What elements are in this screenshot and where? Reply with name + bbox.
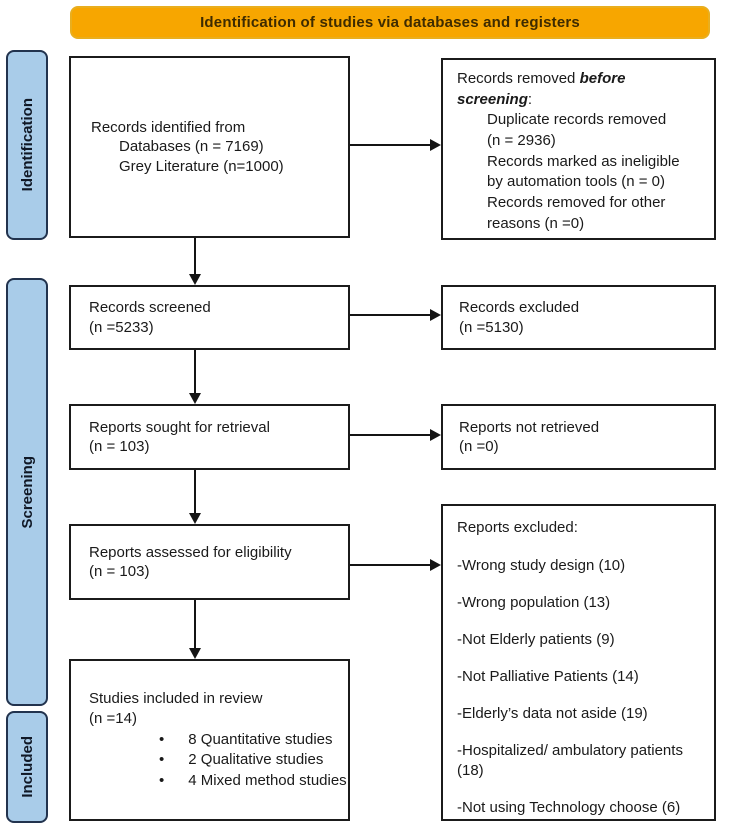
reports-assessed-line: Reports assessed for eligibility — [89, 543, 292, 561]
box-reports-assessed: Reports assessed for eligibility (n = 10… — [69, 524, 350, 600]
removed-item-automation: Records marked as ineligible by automati… — [487, 152, 680, 191]
diagram-title-banner: Identification of studies via databases … — [70, 6, 710, 39]
stage-label-text: Included — [18, 736, 36, 798]
excluded-reason: -Wrong population (13) — [457, 593, 611, 611]
reports-sought-count: (n = 103) — [89, 438, 150, 455]
records-screened-line: Records screened — [89, 299, 211, 316]
reports-not-retrieved-count: (n =0) — [459, 438, 499, 455]
arrow-down-sought-to-assessed — [189, 470, 201, 524]
stage-label-screening: Screening — [6, 278, 48, 706]
reports-sought-line: Reports sought for retrieval — [89, 418, 270, 436]
records-removed-intro: Records removed before screening: — [457, 70, 626, 108]
arrow-right-identified-to-removed — [350, 139, 441, 151]
excluded-reason: -Not Elderly patients (9) — [457, 630, 615, 648]
box-records-excluded: Records excluded (n =5130) — [441, 285, 716, 350]
box-records-screened: Records screened (n =5233) — [69, 285, 350, 350]
box-records-removed-before-screening: Records removed before screening: Duplic… — [441, 58, 716, 240]
bullet-text: 2 Qualitative studies — [188, 751, 324, 769]
arrow-right-screened-to-excluded — [350, 309, 441, 321]
arrow-down-screened-to-sought — [189, 350, 201, 404]
box-reports-sought: Reports sought for retrieval (n = 103) — [69, 404, 350, 470]
bullet-text: 8 Quantitative studies — [188, 731, 333, 749]
box-studies-included: Studies included in review (n =14) • 8 Q… — [69, 659, 350, 821]
arrow-down-identified-to-screened — [189, 238, 201, 285]
list-item: • 2 Qualitative studies — [159, 750, 348, 770]
studies-included-bullet-list: • 8 Quantitative studies • 2 Qualitative… — [159, 730, 348, 791]
arrow-down-assessed-to-included — [189, 600, 201, 659]
stage-label-identification: Identification — [6, 50, 48, 240]
studies-included-count: (n =14) — [89, 709, 137, 727]
excluded-reason: -Not using Technology choose (6) — [457, 798, 681, 816]
records-screened-count: (n =5233) — [89, 318, 154, 336]
records-removed-items: Duplicate records removed (n = 2936) Rec… — [487, 110, 680, 234]
stage-label-text: Screening — [18, 455, 36, 529]
reports-assessed-count: (n = 103) — [89, 563, 150, 580]
reports-excluded-title: Reports excluded: — [457, 519, 578, 536]
arrow-right-assessed-to-reports-excluded — [350, 559, 441, 571]
box-reports-not-retrieved: Reports not retrieved (n =0) — [441, 404, 716, 470]
bullet-icon: • — [159, 731, 165, 749]
studies-included-line: Studies included in review — [89, 690, 263, 708]
excluded-reason: -Hospitalized/ ambulatory patients (18) — [457, 742, 683, 779]
records-excluded-count: (n =5130) — [459, 318, 524, 336]
list-item: • 8 Quantitative studies — [159, 730, 348, 750]
bullet-icon: • — [159, 771, 165, 789]
records-excluded-line: Records excluded — [459, 299, 580, 316]
excluded-reason: -Not Palliative Patients (14) — [457, 668, 639, 686]
records-identified-line: Records identified from — [91, 118, 246, 136]
diagram-title: Identification of studies via databases … — [200, 14, 580, 31]
reports-not-retrieved-line: Reports not retrieved — [459, 418, 600, 436]
box-reports-excluded: Reports excluded: -Wrong study design (1… — [441, 504, 716, 821]
arrow-right-sought-to-not-retrieved — [350, 429, 441, 441]
list-item: • 4 Mixed method studies — [159, 771, 348, 791]
removed-item-duplicates: Duplicate records removed (n = 2936) — [487, 111, 667, 150]
bullet-text: 4 Mixed method studies — [188, 771, 347, 789]
stage-label-included: Included — [6, 711, 48, 823]
records-identified-grey-literature: Grey Literature (n=1000) — [119, 157, 284, 175]
excluded-reason: -Elderly’s data not aside (19) — [457, 705, 648, 723]
box-records-identified: Records identified from Databases (n = 7… — [69, 56, 350, 238]
records-identified-databases: Databases (n = 7169) — [119, 138, 264, 156]
removed-item-other: Records removed for other reasons (n =0) — [487, 194, 666, 232]
stage-label-text: Identification — [18, 98, 36, 192]
excluded-reason: -Wrong study design (10) — [457, 556, 626, 574]
bullet-icon: • — [159, 751, 165, 769]
